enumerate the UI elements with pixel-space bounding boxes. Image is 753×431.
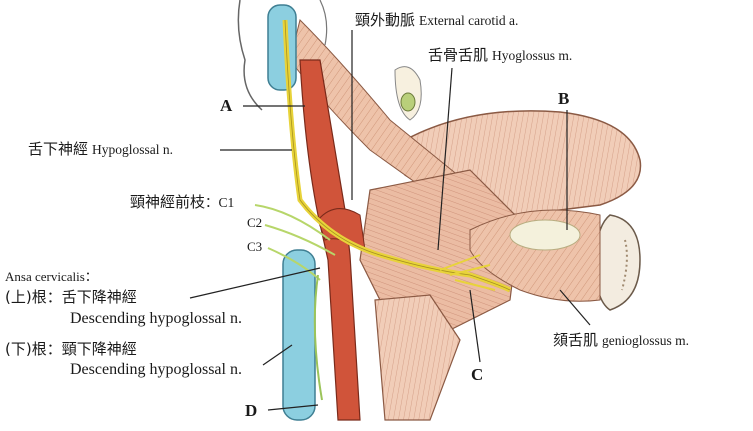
cervical-c1: ：C1 xyxy=(205,195,235,210)
label-c2: C2 xyxy=(247,215,263,230)
label-upper-root: (上)根：舌下降神經 xyxy=(5,290,137,306)
label-hypoglossal: 舌下神經 Hypoglossal n. xyxy=(28,142,173,158)
letter-d: D xyxy=(245,401,258,420)
letter-a: A xyxy=(220,96,233,115)
label-lower-root: (下)根：頸下降神經 xyxy=(5,342,137,358)
lower-root-cn: 頸下降神經 xyxy=(61,340,137,358)
lingual-region xyxy=(509,219,581,251)
cervical-branch-cn: 頸神經前枝 xyxy=(130,193,206,211)
upper-root-prefix: (上)根： xyxy=(5,288,62,306)
label-ansa: Ansa cervicalis： xyxy=(5,269,98,284)
leader-lines xyxy=(189,30,591,411)
hyoglossus-en: Hyoglossus m. xyxy=(492,48,573,63)
label-cervical-branch: 頸神經前枝：C1 xyxy=(130,195,234,211)
vein-upper xyxy=(267,4,297,91)
jaw-outline-2 xyxy=(319,0,328,46)
label-hyoglossus: 舌骨舌肌 Hyoglossus m. xyxy=(428,48,572,64)
jaw-outline xyxy=(237,0,263,111)
genioglossus-en: genioglossus m. xyxy=(602,333,690,348)
hypoglossal-en: Hypoglossal n. xyxy=(92,142,174,157)
upper-root-cn: 舌下降神經 xyxy=(61,288,137,306)
cervical-branch-c3 xyxy=(267,247,321,281)
ansa-loop xyxy=(313,274,323,401)
label-c3: C3 xyxy=(247,239,263,254)
label-genioglossus: 頦舌肌 genioglossus m. xyxy=(553,333,689,349)
letter-b: B xyxy=(558,89,570,108)
upper-root-en: Descending hypoglossal n. xyxy=(70,310,242,327)
cervical-branch-c1 xyxy=(254,204,331,241)
cervical-branch-c2 xyxy=(264,224,336,256)
hyoglossus-cn: 舌骨舌肌 xyxy=(428,46,489,64)
label-external-carotid: 頸外動脈 External carotid a. xyxy=(355,13,518,29)
mandible xyxy=(594,214,641,311)
strap-muscles xyxy=(374,294,461,421)
external-carotid-cn: 頸外動脈 xyxy=(355,11,416,29)
hyoglossus-muscle xyxy=(359,169,521,331)
genioglossus-cn: 頦舌肌 xyxy=(553,331,599,349)
letter-c: C xyxy=(471,365,484,384)
lower-root-prefix: (下)根： xyxy=(5,340,62,358)
hypoglossal-cn: 舌下神經 xyxy=(28,140,89,158)
lower-root-en: Descending hypoglossal n. xyxy=(70,361,242,378)
external-carotid-en: External carotid a. xyxy=(419,13,519,28)
